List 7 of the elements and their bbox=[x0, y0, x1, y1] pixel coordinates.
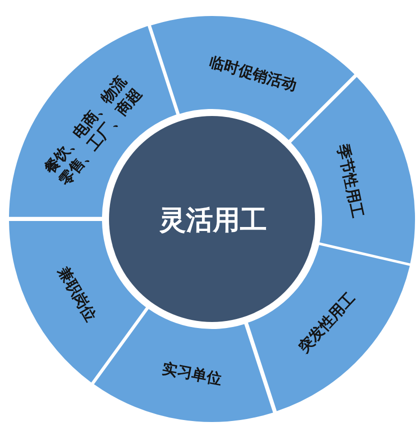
segment-label: 餐饮、电商、物流零售、工厂、商超 bbox=[40, 72, 146, 191]
segment-label: 季节性用工 bbox=[333, 142, 367, 220]
center-label: 灵活用工 bbox=[159, 204, 267, 238]
segment-label: 突发性用工 bbox=[294, 289, 360, 357]
segment-label: 兼职岗位 bbox=[54, 263, 100, 325]
segment-label: 实习单位 bbox=[160, 359, 224, 389]
segment-label: 临时促销活动 bbox=[207, 52, 299, 96]
